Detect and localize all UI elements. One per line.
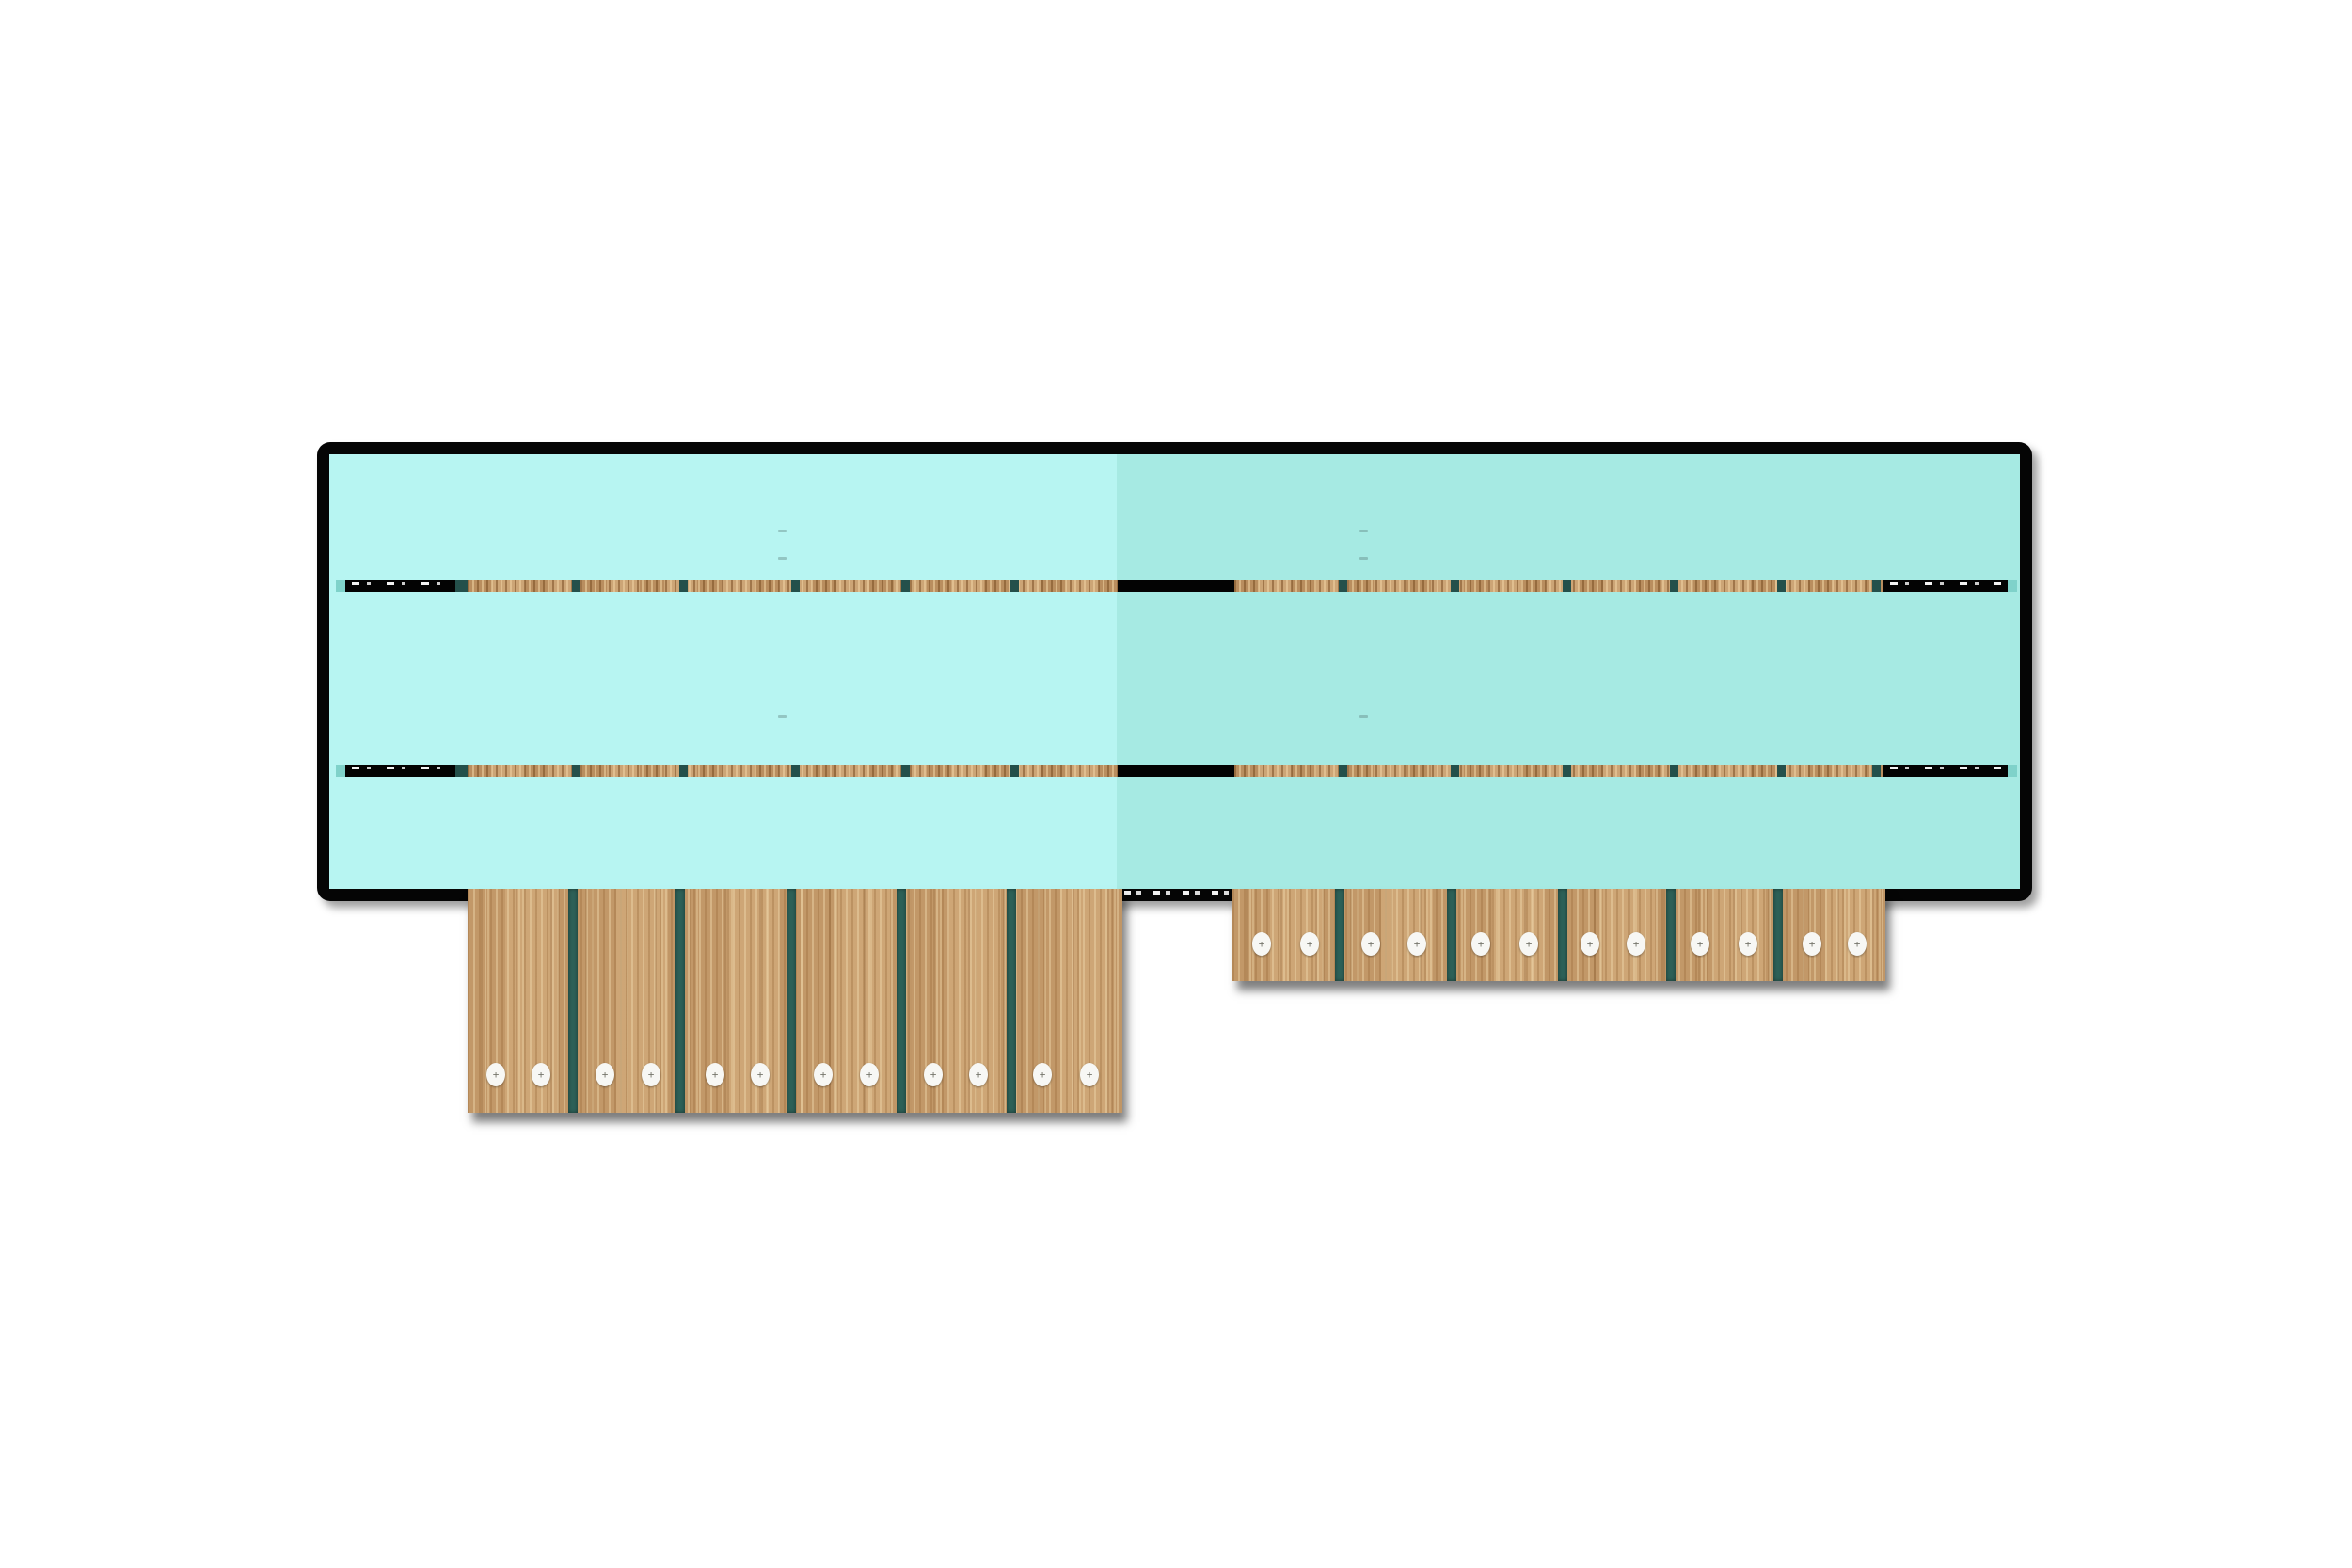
construction-mark xyxy=(1359,715,1368,718)
plank-gap xyxy=(1558,889,1567,981)
joist-tick xyxy=(901,765,910,777)
construction-mark xyxy=(778,557,787,560)
construction-mark xyxy=(1359,557,1368,560)
plank-gap xyxy=(1773,889,1783,981)
joist-tick xyxy=(1872,765,1881,777)
gap-segment-black xyxy=(1118,580,1234,592)
joist-tick xyxy=(1872,580,1881,592)
joist-tick xyxy=(1563,765,1571,777)
gap-segment-notch xyxy=(2008,765,2017,777)
screw-head xyxy=(1033,1062,1052,1086)
joist-tick xyxy=(679,765,688,777)
board-gap-row-1 xyxy=(329,580,2020,592)
plank-gap xyxy=(1335,889,1344,981)
screw-head xyxy=(596,1062,614,1086)
plank-gap xyxy=(1007,889,1016,1113)
wood-section-left xyxy=(468,889,1122,1113)
plank-gap xyxy=(568,889,578,1113)
top-panel xyxy=(317,442,2032,901)
construction-mark xyxy=(1359,530,1368,532)
paint-right-half xyxy=(1117,454,2020,889)
gap-segment-notch xyxy=(336,580,345,592)
gap-segment-tick xyxy=(455,580,468,592)
screw-head xyxy=(1300,931,1319,956)
joist-tick xyxy=(1339,580,1347,592)
joist-tick xyxy=(791,580,800,592)
construction-mark xyxy=(778,530,787,532)
gap-segment-black xyxy=(345,580,455,592)
screw-head xyxy=(1739,931,1757,956)
joist-tick xyxy=(1451,580,1459,592)
screw-head xyxy=(706,1062,724,1086)
screw-head xyxy=(860,1062,879,1086)
screw-head xyxy=(969,1062,988,1086)
joist-tick xyxy=(1777,580,1786,592)
plank-gap xyxy=(675,889,685,1113)
joist-tick xyxy=(1670,765,1678,777)
plank-gap xyxy=(1447,889,1456,981)
screw-head xyxy=(642,1062,660,1086)
joist-tick xyxy=(1777,765,1786,777)
screw-head xyxy=(924,1062,943,1086)
screw-head xyxy=(1691,931,1709,956)
joist-tick xyxy=(679,580,688,592)
joist-tick xyxy=(1451,765,1459,777)
screw-head xyxy=(1848,931,1867,956)
bottom-border-dashes xyxy=(1124,891,1230,895)
screw-head xyxy=(1407,931,1426,956)
joist-tick xyxy=(1670,580,1678,592)
screw-head xyxy=(532,1062,550,1086)
board-gap-row-2 xyxy=(329,765,2020,777)
screw-head xyxy=(1519,931,1538,956)
gap-segment-wood xyxy=(1234,580,1883,592)
screw-head xyxy=(486,1062,505,1086)
screw-head xyxy=(1252,931,1271,956)
wood-section-right xyxy=(1232,889,1885,981)
screw-head xyxy=(1627,931,1645,956)
gap-segment-black xyxy=(345,765,455,777)
plank-gap xyxy=(897,889,906,1113)
joist-tick xyxy=(1010,580,1019,592)
gap-segment-notch xyxy=(2008,580,2017,592)
screw-head xyxy=(1803,931,1821,956)
screw-head xyxy=(1581,931,1599,956)
plank-gap xyxy=(1666,889,1676,981)
gap-segment-black xyxy=(1883,765,2008,777)
joist-tick xyxy=(1339,765,1347,777)
joist-tick xyxy=(1563,580,1571,592)
gap-segment-black xyxy=(1883,580,2008,592)
screw-head xyxy=(814,1062,833,1086)
gap-segment-tick xyxy=(455,765,468,777)
screw-head xyxy=(1080,1062,1099,1086)
gap-segment-notch xyxy=(336,765,345,777)
screw-head xyxy=(751,1062,770,1086)
construction-mark xyxy=(778,715,787,718)
joist-tick xyxy=(572,580,580,592)
gap-segment-black xyxy=(1118,765,1234,777)
joist-tick xyxy=(791,765,800,777)
screw-head xyxy=(1471,931,1490,956)
joist-tick xyxy=(1010,765,1019,777)
joist-tick xyxy=(901,580,910,592)
plank-gap xyxy=(787,889,796,1113)
painted-boards-area xyxy=(329,454,2020,889)
gap-segment-wood xyxy=(1234,765,1883,777)
screw-head xyxy=(1361,931,1380,956)
joist-tick xyxy=(572,765,580,777)
